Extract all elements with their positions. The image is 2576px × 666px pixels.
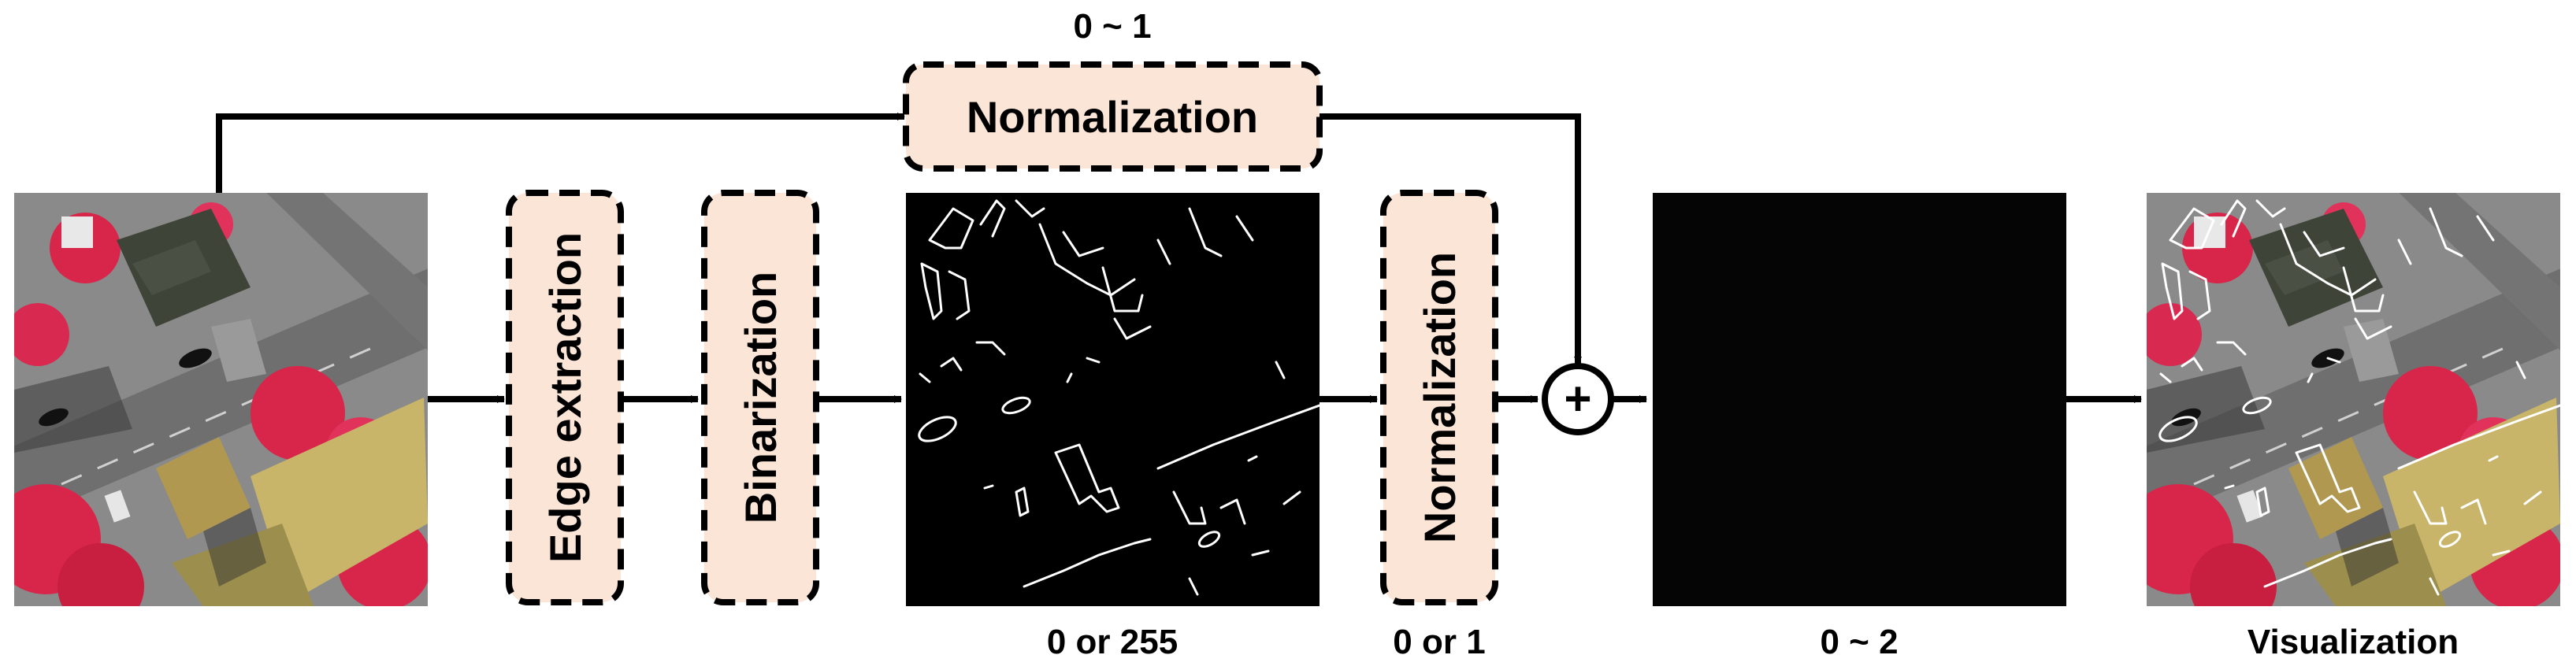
edge-extraction-block: Edge extraction [506, 190, 624, 605]
add-operator: + [1542, 363, 1614, 435]
edge-map-image [906, 193, 1321, 606]
edge-extraction-label: Edge extraction [540, 232, 590, 563]
normalization-mid-label: Normalization [1415, 252, 1464, 543]
binarization-label: Binarization [736, 272, 785, 524]
visualization-image [2147, 193, 2560, 606]
plus-icon: + [1564, 372, 1591, 425]
skip-connection-line [216, 113, 905, 193]
sum-image [1653, 193, 2066, 606]
visualization-label: Visualization [2248, 623, 2459, 661]
normalization-block-mid: Normalization [1380, 190, 1498, 605]
range-label-normalized-edge: 0 or 1 [1393, 623, 1485, 661]
range-label-sum: 0 ~ 2 [1820, 623, 1898, 661]
range-label-top: 0 ~ 1 [1073, 7, 1151, 46]
top-to-adder-line [1320, 113, 1582, 364]
normalization-top-label: Normalization [967, 92, 1258, 142]
normalization-block-top: Normalization [903, 61, 1323, 172]
binarization-block: Binarization [701, 190, 819, 605]
input-image [14, 193, 428, 606]
range-label-edge-map: 0 or 255 [1047, 623, 1178, 661]
